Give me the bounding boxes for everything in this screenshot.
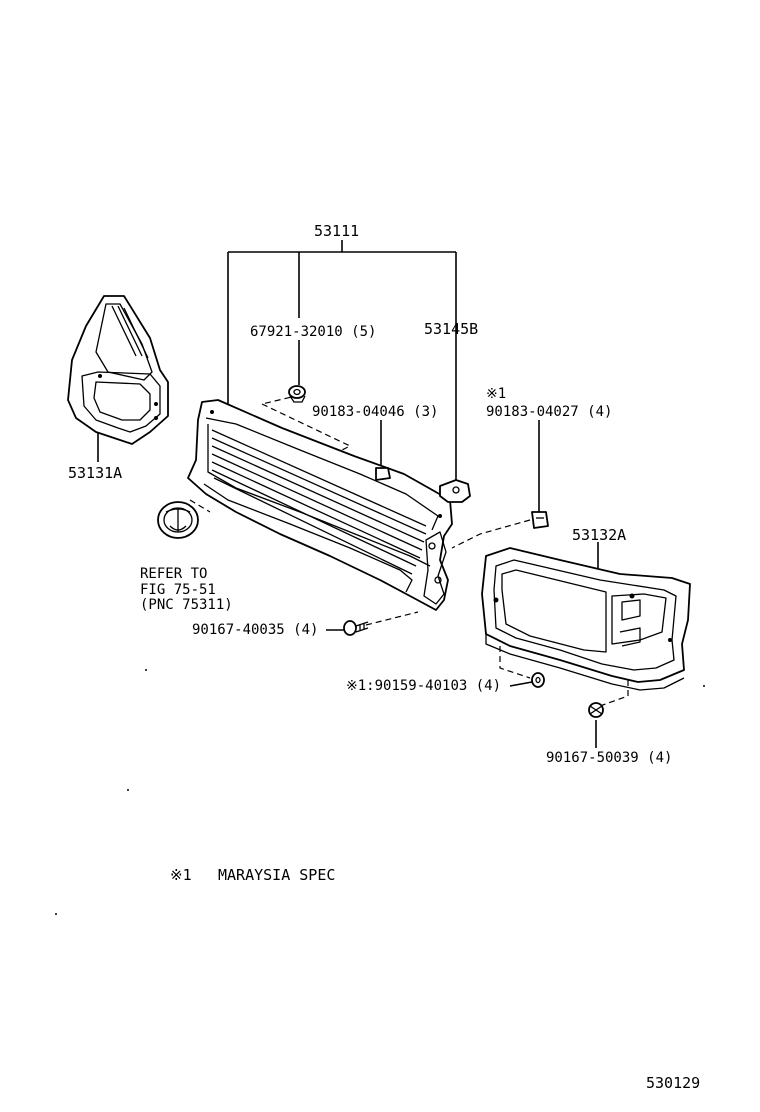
part-labels: 53111 67921-32010 (5) 53145B ※1 90183-04… — [68, 222, 672, 766]
screw-90167-50039 — [588, 702, 604, 718]
label-refer-line1: REFER TO — [140, 566, 207, 582]
nut-90183-04027 — [531, 511, 549, 529]
emblem — [157, 501, 199, 539]
screw-90159-40103 — [531, 672, 545, 688]
label-90159-40103: ※1:90159-40103 (4) — [346, 678, 501, 694]
label-90183-04046: 90183-04046 (3) — [312, 404, 438, 420]
label-90167-40035: 90167-40035 (4) — [192, 622, 318, 638]
label-53145b: 53145B — [424, 320, 478, 338]
diagram-number: 530129 — [646, 1074, 700, 1092]
screw-90167-40035 — [343, 620, 369, 636]
right-bezel-53132a — [481, 547, 691, 691]
label-mark1-top: ※1 — [486, 386, 506, 402]
nut-90183-04046 — [375, 467, 391, 481]
grille-louvers — [211, 429, 427, 575]
label-refer-line2: FIG 75-51 — [140, 582, 216, 598]
clip-67921 — [288, 385, 306, 403]
scan-specks — [55, 669, 705, 915]
label-67921-32010: 67921-32010 (5) — [250, 324, 376, 340]
label-53131a: 53131A — [68, 464, 122, 482]
label-53111: 53111 — [314, 222, 359, 240]
footnote-mark: ※1 — [170, 866, 192, 884]
left-bezel-53131a — [67, 295, 169, 445]
radiator-grille-53111 — [187, 399, 453, 611]
footnote-text: MARAYSIA SPEC — [218, 866, 335, 884]
label-90183-04027: 90183-04027 (4) — [486, 404, 612, 420]
fasteners — [288, 385, 604, 718]
label-90167-50039: 90167-50039 (4) — [546, 750, 672, 766]
footnote: ※1 MARAYSIA SPEC — [170, 866, 335, 884]
bracket-53145b — [439, 479, 471, 503]
label-53132a: 53132A — [572, 526, 626, 544]
label-refer-line3: (PNC 75311) — [140, 597, 233, 613]
